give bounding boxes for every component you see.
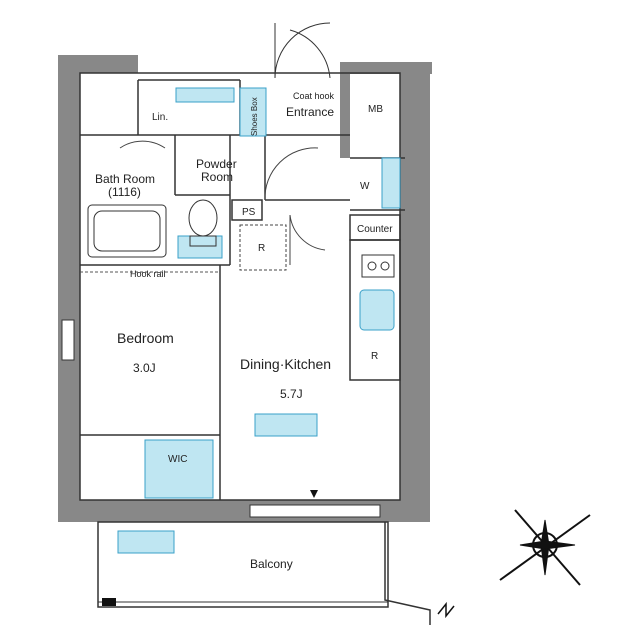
dining-kitchen-label: Dining·Kitchen: [240, 356, 331, 372]
entrance-label: Entrance: [286, 105, 334, 119]
window-icon: [61, 319, 381, 518]
bedroom-label: Bedroom: [117, 330, 174, 346]
dk-size-label: 5.7J: [280, 387, 303, 401]
door-swings: [119, 140, 326, 265]
wic-label: WIC: [168, 454, 187, 465]
toilet-icon: [188, 199, 218, 247]
coat-hook-label: Coat hook: [293, 91, 335, 101]
counter-label: Counter: [357, 224, 393, 235]
mb-label: MB: [368, 104, 383, 115]
fixtures: [117, 87, 401, 554]
lin-label: Lin.: [152, 112, 168, 123]
interior-walls: [79, 72, 405, 501]
kitchen-fixtures: [359, 254, 395, 331]
refrigerator-space: [239, 224, 287, 271]
bath-room-label: Bath Room: [95, 172, 155, 186]
drain-icon: [102, 598, 116, 606]
bedroom-size-label: 3.0J: [133, 361, 156, 375]
entry-arrow-icon: [310, 490, 318, 498]
bath-size-label: (1116): [108, 185, 141, 199]
door-swing-icon: [274, 22, 331, 79]
ps-label: PS: [242, 207, 256, 218]
hook-rail-label: Hook rail: [130, 269, 166, 279]
r1-label: R: [258, 243, 265, 254]
r2-label: R: [371, 351, 378, 362]
balcony-outline: [97, 521, 431, 625]
balcony-label: Balcony: [250, 557, 293, 571]
powder-room-label-1: Powder: [196, 157, 237, 171]
w-label: W: [360, 181, 370, 192]
compass-icon: [437, 509, 591, 619]
bathtub-icon: [87, 204, 167, 258]
room-labels: Entrance Coat hook Shoes Box MB Lin. Bat…: [95, 91, 393, 571]
powder-room-label-2: Room: [201, 170, 233, 184]
shoes-box-label: Shoes Box: [250, 97, 259, 136]
